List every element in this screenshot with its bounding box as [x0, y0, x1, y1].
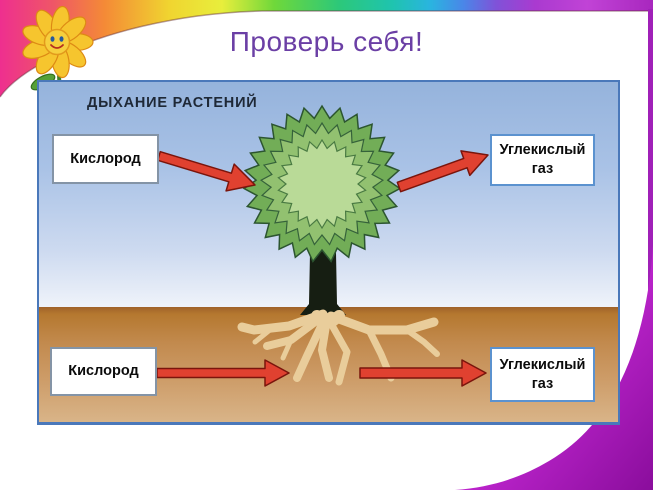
diagram-heading: ДЫХАНИЕ РАСТЕНИЙ	[87, 95, 258, 111]
co2-label-top: Углекислый газ	[490, 134, 595, 186]
oxygen-in-arrow-top	[156, 150, 256, 192]
oxygen-label-bottom: Кислород	[50, 347, 157, 396]
co2-out-arrow-top	[396, 150, 489, 193]
tree-roots	[237, 309, 440, 386]
oxygen-in-arrow-bottom	[156, 359, 290, 387]
tree-and-arrows	[156, 104, 489, 387]
co2-out-arrow-bottom	[359, 359, 487, 387]
tree-crown-inner	[277, 138, 367, 230]
co2-label-bottom: Углекислый газ	[490, 347, 595, 402]
oxygen-label-top: Кислород	[52, 134, 159, 184]
slide-title: Проверь себя!	[229, 26, 424, 57]
respiration-diagram: ДЫХАНИЕ РАСТЕНИЙ	[37, 80, 620, 425]
